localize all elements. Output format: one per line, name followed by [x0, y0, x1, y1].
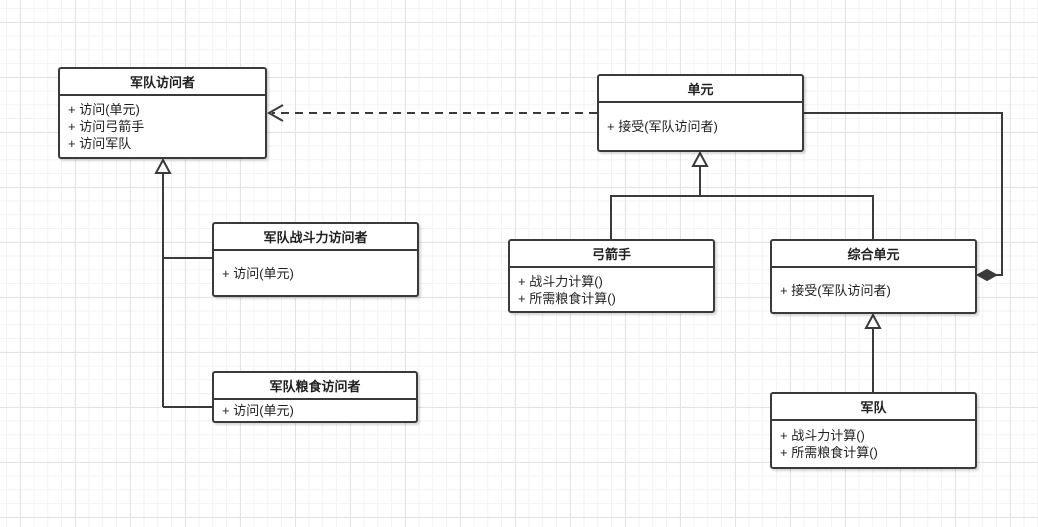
connector-composition-unit-to-composite-unit[interactable] — [804, 112, 1003, 282]
method: + 接受(军队访问者) — [607, 119, 718, 134]
class-title: 军队访问者 — [60, 69, 265, 96]
inheritance-line — [162, 173, 212, 408]
connector-inheritance-units-to-unit[interactable] — [610, 150, 874, 239]
class-methods: + 访问(单元) + 访问弓箭手 + 访问军队 — [60, 96, 265, 157]
class-title: 综合单元 — [772, 241, 975, 268]
class-army-visitor[interactable]: 军队访问者 + 访问(单元) + 访问弓箭手 + 访问军队 — [58, 67, 267, 159]
method: + 访问(单元) — [222, 403, 294, 418]
class-title: 军队 — [772, 394, 975, 421]
class-methods: + 接受(军队访问者) — [772, 268, 975, 312]
class-title: 单元 — [599, 76, 802, 103]
filled-diamond-icon — [975, 268, 999, 282]
class-archer[interactable]: 弓箭手 + 战斗力计算() + 所需粮食计算() — [508, 239, 715, 313]
method: + 战斗力计算() — [780, 428, 865, 443]
class-title: 弓箭手 — [510, 241, 713, 268]
connector-inheritance-visitors-to-army-visitor[interactable] — [154, 157, 212, 408]
class-unit[interactable]: 单元 + 接受(军队访问者) — [597, 74, 804, 152]
composition-line — [804, 112, 1003, 276]
class-composite-unit[interactable]: 综合单元 + 接受(军队访问者) — [770, 239, 977, 314]
hollow-triangle-icon — [864, 312, 882, 329]
connector-inheritance-army-to-composite-unit[interactable] — [864, 312, 882, 392]
class-methods: + 战斗力计算() + 所需粮食计算() — [772, 421, 975, 467]
open-arrow-icon — [266, 104, 284, 122]
class-methods: + 访问(单元) — [214, 251, 417, 295]
connector-dependency-unit-to-army-visitor[interactable] — [266, 104, 597, 122]
method: + 接受(军队访问者) — [780, 282, 891, 298]
method: + 所需粮食计算() — [780, 445, 878, 460]
class-methods: + 战斗力计算() + 所需粮食计算() — [510, 268, 713, 311]
method: + 访问弓箭手 — [68, 119, 145, 134]
method: + 战斗力计算() — [518, 273, 603, 289]
class-title: 军队粮食访问者 — [214, 373, 416, 400]
class-methods: + 接受(军队访问者) — [599, 103, 802, 150]
class-army[interactable]: 军队 + 战斗力计算() + 所需粮食计算() — [770, 392, 977, 469]
method: + 访问(单元) — [222, 265, 294, 281]
inheritance-line — [610, 166, 874, 239]
hollow-triangle-icon — [154, 157, 172, 174]
class-army-combat-visitor[interactable]: 军队战斗力访问者 + 访问(单元) — [212, 222, 419, 297]
class-title: 军队战斗力访问者 — [214, 224, 417, 251]
method: + 访问(单元) — [68, 102, 140, 117]
method: + 所需粮食计算() — [518, 290, 616, 306]
method: + 访问军队 — [68, 136, 132, 151]
class-methods: + 访问(单元) — [214, 400, 416, 421]
class-army-food-visitor[interactable]: 军队粮食访问者 + 访问(单元) — [212, 371, 418, 423]
hollow-triangle-icon — [691, 150, 709, 167]
